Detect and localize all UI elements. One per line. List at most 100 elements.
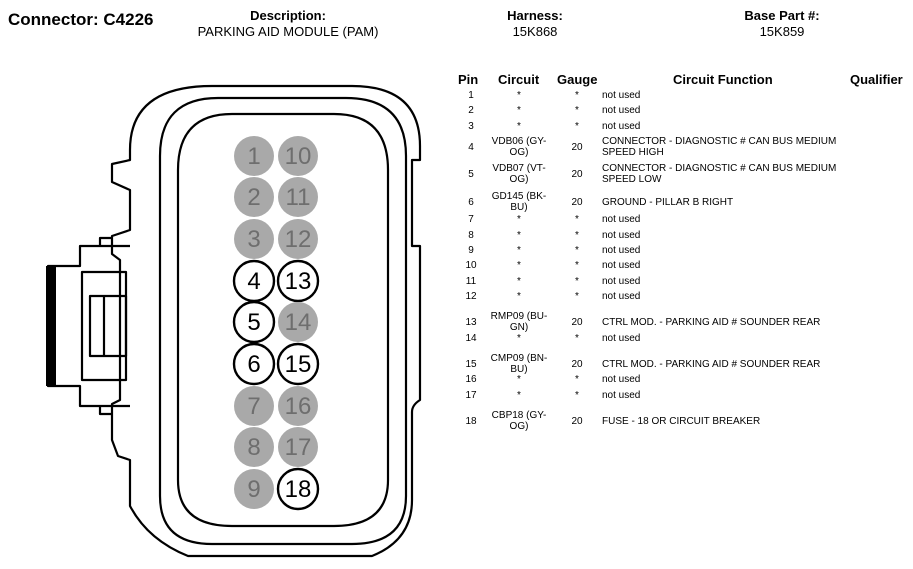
pin-3-label: 3 [247, 226, 260, 253]
latch-grip [46, 266, 56, 386]
table-row-9-circuit: * [517, 245, 521, 256]
table-row-7-gauge: * [575, 214, 579, 225]
table-row-16-pin: 16 [465, 374, 477, 385]
pin-6-cavity [232, 342, 276, 386]
pin-14-label: 14 [285, 309, 312, 336]
table-row-4-function: CONNECTOR - DIAGNOSTIC # CAN BUS MEDIUM … [602, 136, 837, 158]
col-header-circuit: Circuit [498, 72, 540, 87]
table-row-9-gauge: * [575, 245, 579, 256]
table-row-2-gauge: * [575, 105, 579, 116]
pin-8-cavity [234, 427, 274, 467]
table-row-3-pin: 3 [468, 121, 474, 132]
description-value: PARKING AID MODULE (PAM) [197, 24, 379, 39]
pin-7-label: 7 [247, 393, 260, 420]
table-row-8-pin: 8 [468, 230, 474, 241]
table-row-2-circuit: * [517, 105, 521, 116]
table-row-14-function: not used [602, 333, 641, 344]
table-row-11-pin: 11 [465, 276, 477, 287]
table-row-3-gauge: * [575, 121, 579, 132]
table-row-17-pin: 17 [465, 390, 477, 401]
table-row-4-circuit: VDB06 (GY-OG) [491, 136, 547, 158]
table-row-14-circuit: * [517, 333, 521, 344]
pin-12-label: 12 [285, 226, 312, 253]
table-row-18-circuit: CBP18 (GY-OG) [491, 410, 547, 432]
pin-14-cavity [278, 302, 318, 342]
table-row-7-circuit: * [517, 214, 521, 225]
table-row-7-pin: 7 [468, 214, 474, 225]
table-row-15-circuit: CMP09 (BN-BU) [490, 353, 548, 375]
table-row-17-gauge: * [575, 390, 579, 401]
table-row-6-circuit: GD145 (BK-BU) [491, 191, 547, 213]
pin-15-cavity [276, 342, 320, 386]
table-row-13-circuit: RMP09 (BU-GN) [490, 311, 548, 333]
base-part-label: Base Part #: [744, 8, 820, 23]
table-row-14-pin: 14 [465, 333, 477, 344]
table-row-2-function: not used [602, 105, 641, 116]
table-row-1-pin: 1 [468, 90, 474, 101]
table-row-6-function: GROUND - PILLAR B RIGHT [602, 197, 734, 208]
pin-cavity-field [176, 112, 390, 528]
harness-value: 15K868 [512, 24, 558, 39]
harness-label: Harness: [507, 8, 563, 23]
table-row-14-gauge: * [575, 333, 579, 344]
housing-outer [110, 84, 422, 558]
pin-7-cavity [234, 386, 274, 426]
table-row-16-circuit: * [517, 374, 521, 385]
pin-1-cavity [234, 136, 274, 176]
pin-3-cavity [234, 219, 274, 259]
col-header-gauge: Gauge [557, 72, 598, 87]
table-row-10-function: not used [602, 260, 641, 271]
table-row-3-circuit: * [517, 121, 521, 132]
table-row-10-circuit: * [517, 260, 521, 271]
table-row-5-function: CONNECTOR - DIAGNOSTIC # CAN BUS MEDIUM … [602, 163, 837, 185]
description-label: Description: [250, 8, 326, 23]
table-row-8-circuit: * [517, 230, 521, 241]
pin-17-label: 17 [285, 434, 312, 461]
pin-9-cavity [234, 469, 274, 509]
table-row-6-gauge: 20 [571, 197, 583, 208]
pin-2-cavity [234, 177, 274, 217]
table-row-16-function: not used [602, 374, 641, 385]
table-row-10-gauge: * [575, 260, 579, 271]
table-row-13-gauge: 20 [571, 317, 583, 328]
table-row-15-gauge: 20 [571, 359, 583, 370]
description-block: Description: PARKING AID MODULE (PAM) [178, 8, 398, 40]
table-row-1-gauge: * [575, 90, 579, 101]
table-row-5-pin: 5 [468, 169, 474, 180]
table-row-18-function: FUSE - 18 OR CIRCUIT BREAKER [602, 416, 761, 427]
table-row-18-gauge: 20 [571, 416, 583, 427]
pin-5-cavity [232, 300, 276, 344]
pin-10-label: 10 [285, 143, 312, 170]
pin-18-cavity [276, 467, 320, 511]
pin-8-label: 8 [247, 434, 260, 461]
table-row-7-function: not used [602, 214, 641, 225]
pin-9-label: 9 [247, 476, 260, 503]
latch-notch-bottom [98, 406, 112, 416]
pin-16-label: 16 [285, 393, 312, 420]
pin-5-label: 5 [247, 309, 260, 336]
pin-15-label: 15 [285, 351, 312, 378]
table-row-11-circuit: * [517, 276, 521, 287]
table-row-12-pin: 12 [465, 291, 477, 302]
table-row-4-pin: 4 [468, 142, 474, 153]
table-row-15-function: CTRL MOD. - PARKING AID # SOUNDER REAR [602, 359, 821, 370]
latch-slot-inner [88, 294, 128, 358]
pin-4-label: 4 [247, 268, 260, 295]
pin-10-cavity [278, 136, 318, 176]
pin-1-label: 1 [247, 143, 260, 170]
table-row-16-gauge: * [575, 374, 579, 385]
table-row-15-pin: 15 [465, 359, 477, 370]
table-row-11-gauge: * [575, 276, 579, 287]
table-row-8-function: not used [602, 230, 641, 241]
table-row-8-gauge: * [575, 230, 579, 241]
latch-notch-top [98, 236, 112, 246]
col-header-qualifier: Qualifier [850, 72, 903, 87]
col-header-circuit-function: Circuit Function [673, 72, 773, 87]
housing-inner-ring [158, 96, 408, 546]
base-part-value: 15K859 [759, 24, 805, 39]
table-row-9-function: not used [602, 245, 641, 256]
table-row-11-function: not used [602, 276, 641, 287]
table-row-5-gauge: 20 [571, 169, 583, 180]
